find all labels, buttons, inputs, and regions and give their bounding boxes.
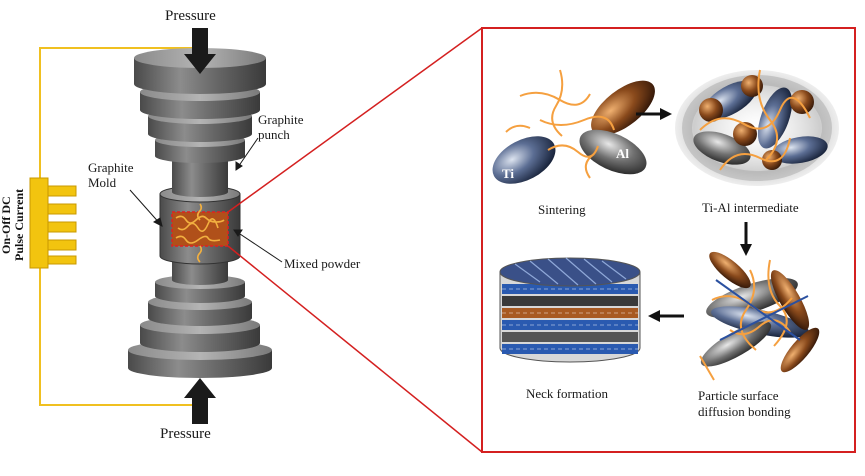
bonding-label: Particle surface diffusion bonding <box>698 388 791 420</box>
pressure-top-label: Pressure <box>165 8 216 25</box>
bonding-line1: Particle surface <box>698 388 791 404</box>
particle-al-label: Al <box>616 146 629 162</box>
neck-formation-cylinder <box>500 258 640 362</box>
graphite-punch-line1: Graphite <box>258 112 303 127</box>
graphite-mold-label: Graphite Mold <box>88 160 133 190</box>
graphite-mold-line1: Graphite <box>88 160 133 175</box>
power-line2: Pulse Current <box>13 170 26 280</box>
particle-ti-label: Ti <box>502 166 514 182</box>
arrow-down-icon <box>740 222 752 256</box>
graphite-punch-label: Graphite punch <box>258 112 303 142</box>
bonding-particles <box>695 246 825 380</box>
graphite-mold-line2: Mold <box>88 175 133 190</box>
power-supply-label: On-Off DC Pulse Current <box>0 170 26 280</box>
neck-formation-label: Neck formation <box>526 386 608 401</box>
bonding-line2: diffusion bonding <box>698 404 791 420</box>
particle-tin-label: TiN <box>613 66 634 82</box>
graphite-punch-line2: punch <box>258 127 303 142</box>
intermediate-label: Ti-Al intermediate <box>702 200 799 215</box>
intermediate-particles <box>675 70 839 186</box>
sintering-label: Sintering <box>538 202 586 217</box>
pressure-bottom-label: Pressure <box>160 426 211 443</box>
pressure-arrow-bottom-icon <box>184 378 216 424</box>
mixed-powder-label: Mixed powder <box>284 256 360 271</box>
pulse-generator-icon <box>30 178 76 268</box>
arrow-left-icon <box>648 310 684 322</box>
